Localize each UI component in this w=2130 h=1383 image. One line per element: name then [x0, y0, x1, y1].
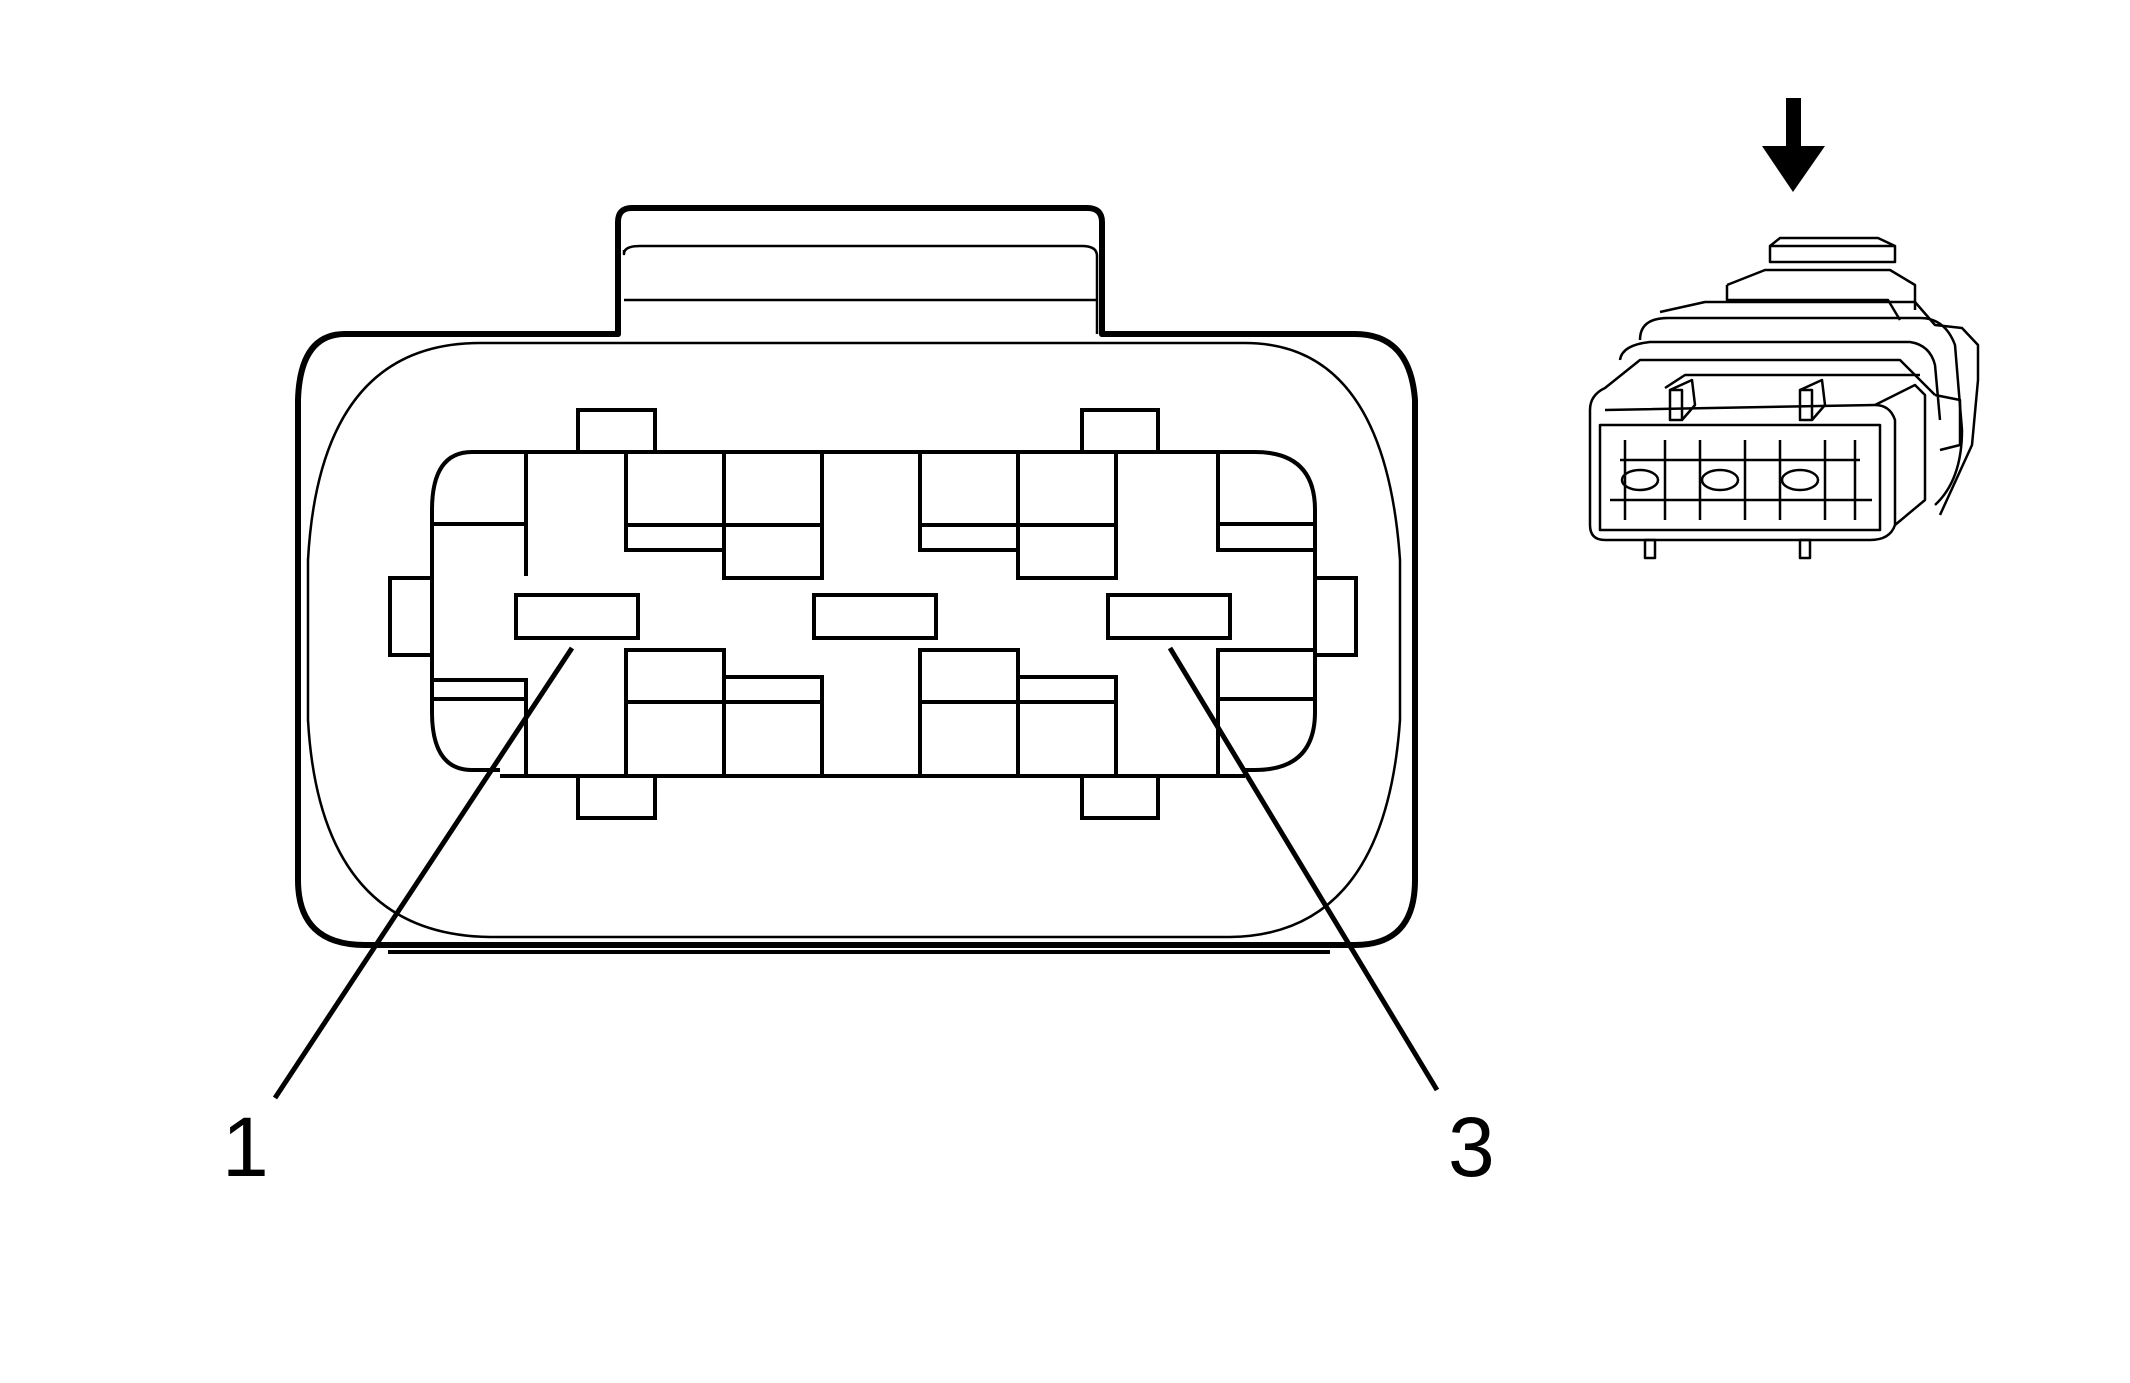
lower-terminal-blocks	[432, 648, 1315, 776]
connector-perspective-view	[1588, 236, 1980, 560]
leader-line-pin-3	[1167, 646, 1440, 1092]
cavity-outline	[430, 450, 1317, 772]
terminal-pin-1	[514, 593, 640, 640]
connector-face	[295, 205, 1418, 954]
terminal-pin-2	[812, 593, 938, 640]
leader-line-pin-1	[272, 646, 575, 1100]
inner-rim	[306, 341, 1402, 939]
terminal-pin-3	[1106, 593, 1232, 640]
outer-housing	[295, 331, 1418, 948]
locking-tab-inner	[622, 244, 1099, 334]
pin-label-3: 3	[1448, 1100, 1495, 1194]
locking-tab	[615, 205, 1105, 337]
pin-label-1: 1	[222, 1100, 269, 1194]
upper-terminal-blocks	[432, 452, 1315, 580]
view-direction-arrow-icon	[1762, 98, 1825, 192]
